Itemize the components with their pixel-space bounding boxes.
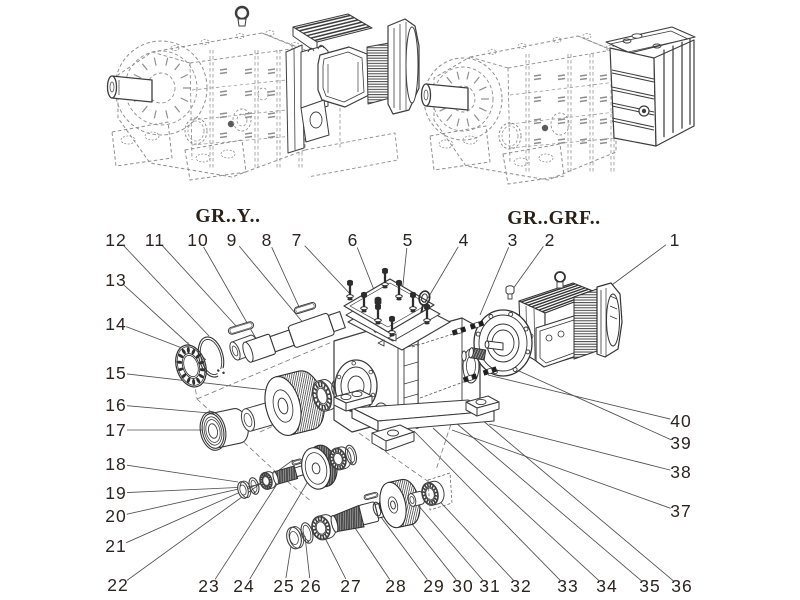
- svg-text:37: 37: [670, 501, 691, 521]
- svg-text:33: 33: [557, 576, 578, 596]
- svg-text:7: 7: [292, 230, 303, 250]
- svg-text:6: 6: [348, 230, 359, 250]
- svg-text:29: 29: [423, 576, 444, 596]
- svg-text:4: 4: [459, 230, 470, 250]
- svg-text:32: 32: [510, 576, 531, 596]
- svg-text:36: 36: [671, 576, 692, 596]
- svg-text:2: 2: [545, 230, 556, 250]
- svg-text:18: 18: [105, 454, 126, 474]
- svg-text:8: 8: [262, 230, 273, 250]
- svg-text:16: 16: [105, 395, 126, 415]
- svg-text:1: 1: [670, 230, 681, 250]
- svg-text:20: 20: [105, 506, 126, 526]
- svg-text:5: 5: [403, 230, 414, 250]
- svg-text:38: 38: [670, 462, 691, 482]
- svg-text:9: 9: [227, 230, 238, 250]
- svg-text:34: 34: [596, 576, 617, 596]
- svg-text:19: 19: [105, 483, 126, 503]
- svg-text:28: 28: [385, 576, 406, 596]
- svg-text:12: 12: [105, 230, 126, 250]
- svg-text:13: 13: [105, 270, 126, 290]
- svg-text:15: 15: [105, 363, 126, 383]
- svg-text:35: 35: [639, 576, 660, 596]
- svg-text:25: 25: [273, 576, 294, 596]
- svg-text:GR..GRF..: GR..GRF..: [507, 208, 601, 229]
- svg-text:27: 27: [340, 576, 361, 596]
- svg-text:39: 39: [670, 433, 691, 453]
- svg-text:40: 40: [670, 411, 691, 431]
- svg-text:30: 30: [452, 576, 473, 596]
- svg-text:14: 14: [105, 314, 126, 334]
- svg-text:24: 24: [233, 576, 254, 596]
- svg-text:23: 23: [198, 576, 219, 596]
- svg-text:26: 26: [300, 576, 321, 596]
- svg-text:GR..Y..: GR..Y..: [195, 206, 260, 227]
- svg-text:10: 10: [187, 230, 208, 250]
- svg-text:22: 22: [107, 575, 128, 595]
- svg-text:21: 21: [105, 536, 126, 556]
- svg-text:31: 31: [479, 576, 500, 596]
- svg-text:17: 17: [105, 420, 126, 440]
- svg-text:11: 11: [145, 230, 165, 250]
- svg-text:3: 3: [508, 230, 519, 250]
